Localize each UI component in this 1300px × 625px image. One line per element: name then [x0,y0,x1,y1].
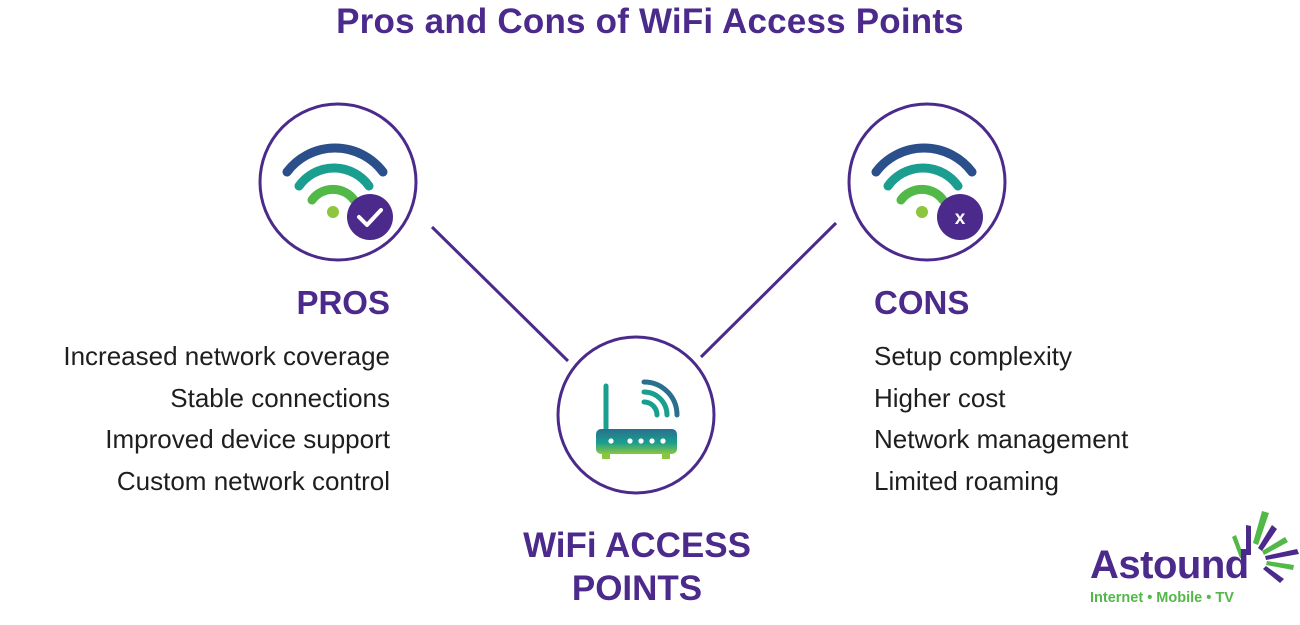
list-item: Higher cost [874,382,1006,413]
pros-heading: PROS [296,284,390,321]
logo-tagline: Internet • Mobile • TV [1090,590,1234,606]
connector-line-cons [699,221,838,359]
cons-badge-x: x [955,208,966,229]
astound-logo: Astound Internet • Mobile • TV [1088,505,1300,615]
list-item: Custom network control [116,465,390,496]
router-icon [556,335,716,495]
list-item: Limited roaming [874,465,1059,496]
list-item: Network management [874,424,1129,454]
cons-heading: CONS [874,284,970,321]
list-item: Improved device support [105,424,390,454]
list-item: Setup complexity [874,341,1072,371]
list-item: Increased network coverage [63,341,390,371]
cons-list: Setup complexity Higher cost Network man… [874,336,1128,502]
logo-burst-icon [1232,511,1299,583]
center-label-line1: WiFi ACCESS [523,526,751,565]
cons-wifi-x-icon: x [847,102,1007,262]
center-label: WiFi ACCESS POINTS [487,524,787,610]
page-title: Pros and Cons of WiFi Access Points [336,2,964,41]
logo-name: Astound [1090,543,1249,587]
pros-list: Increased network coverage Stable connec… [63,336,390,502]
connector-line-pros [430,225,570,363]
center-label-line2: POINTS [571,569,703,608]
pros-wifi-check-icon [258,102,418,262]
list-item: Stable connections [170,382,390,413]
